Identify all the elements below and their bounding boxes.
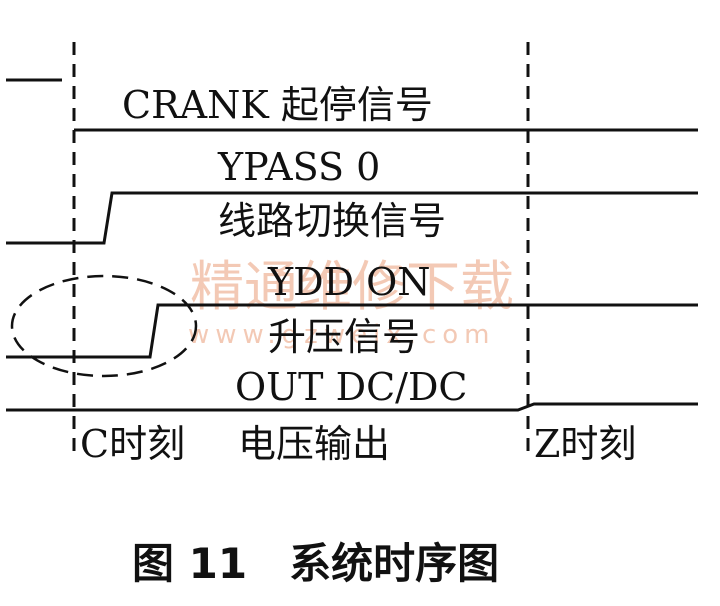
out-dcdc-waveform xyxy=(6,402,698,412)
figure-caption: 图 11 系统时序图 xyxy=(132,539,499,588)
signal-label-ydd-on: YDD ON xyxy=(267,260,431,304)
signal-label-ypass: YPASS 0 xyxy=(217,145,380,189)
voltage-output-label: 电压输出 xyxy=(238,422,390,466)
line-switch-waveform xyxy=(6,191,698,245)
highlight-ellipse xyxy=(10,274,198,378)
boost-waveform xyxy=(6,303,698,359)
watermark-title: 精通维修下载 xyxy=(190,255,514,318)
signal-label-out-dcdc: OUT DC/DC xyxy=(235,365,468,409)
signal-label-boost: 升压信号 xyxy=(268,315,420,359)
z-time-label: Z时刻 xyxy=(534,422,636,466)
watermark-url: www.gzweix.com xyxy=(188,320,496,350)
signal-label-line-switch: 线路切换信号 xyxy=(218,199,446,243)
c-time-label: C时刻 xyxy=(80,422,185,466)
signal-label-crank: CRANK 起停信号 xyxy=(122,83,433,127)
